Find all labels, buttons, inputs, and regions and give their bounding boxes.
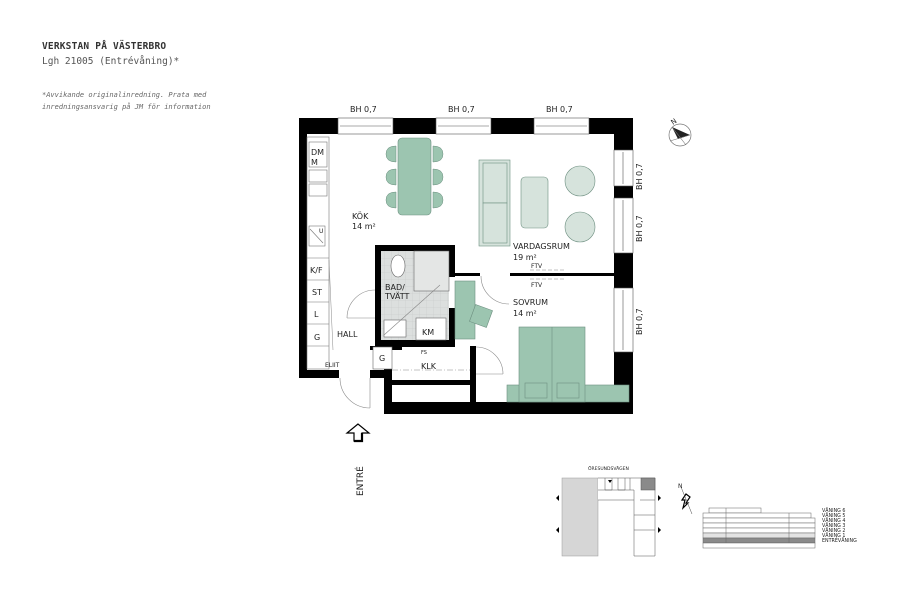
room-bedroom-area: 14 m² [513, 309, 537, 318]
ftv-label-top: FTV [531, 263, 543, 270]
oven-label: U [319, 228, 323, 235]
bath-label-1: BAD/ [385, 283, 405, 292]
room-kitchen-area: 14 m² [352, 222, 376, 231]
window-label-top-3: BH 0,7 [546, 105, 573, 114]
floor-label-2: VÅNING 2 [822, 527, 845, 534]
sofa [478, 159, 511, 247]
floor-label-1: VÅNING 1 [822, 532, 845, 539]
bath-fixtures [383, 254, 447, 341]
dining-table [385, 137, 444, 216]
wardrobe-g-label: G [314, 333, 320, 342]
armchairs [564, 165, 596, 243]
room-bedroom-name: SOVRUM [513, 298, 548, 307]
floor-label-3: VÅNING 3 [822, 522, 845, 529]
ftv-label-bottom: FTV [531, 282, 543, 289]
floor-label-entrance: ENTRÉVÅNING [822, 536, 857, 544]
key-plan-markers [556, 495, 661, 533]
window-label-right-1: BH 0,7 [635, 163, 644, 190]
room-kitchen-name: KÖK [352, 211, 369, 221]
floor-label-5: VÅNING 5 [822, 512, 845, 519]
key-plan [561, 477, 656, 557]
unit-subtitle: Lgh 21005 (Entrévåning)* [42, 56, 180, 67]
desk-chair [469, 304, 493, 328]
window-label-right-3: BH 0,7 [635, 308, 644, 335]
closet-g-label: G [379, 354, 385, 363]
floor-label-6: VÅNING 6 [822, 507, 845, 514]
coffee-table [520, 176, 549, 229]
double-bed [506, 326, 630, 403]
key-plan-north-label: N [678, 483, 683, 490]
compass-north-label: N [670, 117, 679, 127]
note-line-1: *Avvikande originalinredning. Prata med [42, 91, 207, 99]
room-hall-name: HALL [337, 330, 358, 339]
wardrobe-l-label: L [314, 310, 319, 319]
electrical-panel-label: ELIIT [325, 362, 340, 369]
key-plan-north-arrow-icon [680, 486, 693, 515]
compass-icon [668, 123, 692, 147]
washing-machine-label: KM [422, 328, 434, 337]
key-plan-street-label: ÖRESUNDSVÄGEN [588, 465, 629, 472]
floor-label-4: VÅNING 4 [822, 517, 845, 524]
desk [454, 280, 476, 340]
room-living-area: 19 m² [513, 253, 537, 262]
kitchen-counter [306, 136, 330, 370]
room-living-name: VARDAGSRUM [513, 242, 570, 251]
wardrobe-st-label: ST [312, 288, 322, 297]
floors-legend: VÅNING 6 VÅNING 5 VÅNING 4 VÅNING 3 VÅNI… [822, 507, 857, 544]
windows-right [613, 149, 634, 353]
window-label-top-2: BH 0,7 [448, 105, 475, 114]
dishwasher-label: DM [311, 148, 324, 157]
room-closet-name: KLK [421, 362, 437, 371]
entrance-arrow-icon [345, 423, 371, 443]
windows-top [337, 117, 590, 135]
entrance-label: ENTRÉ [354, 466, 366, 496]
window-label-top-1: BH 0,7 [350, 105, 377, 114]
bath-label-2: TVÄTT [384, 291, 409, 301]
window-label-right-2: BH 0,7 [635, 215, 644, 242]
project-title: VERKSTAN PÅ VÄSTERBRO [42, 41, 167, 52]
closet-g [372, 346, 393, 370]
building-section [702, 507, 816, 549]
fs-label: FS [421, 350, 427, 356]
doors [339, 275, 510, 409]
note-line-2: inredningsansvarig på JM för information [42, 103, 211, 111]
microwave-label: M [311, 158, 318, 167]
fridge-freezer-label: K/F [310, 266, 323, 275]
